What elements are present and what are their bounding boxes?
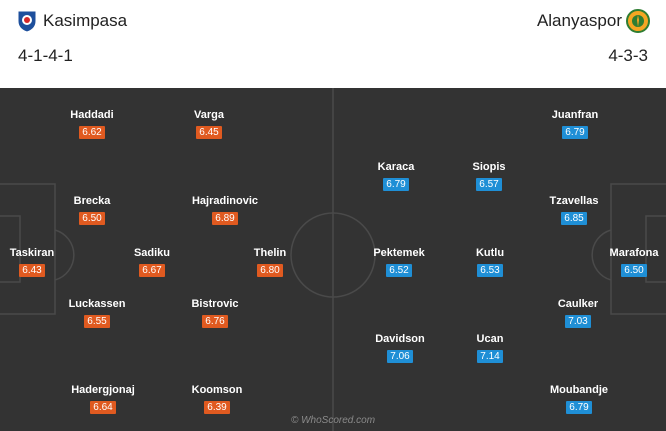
player-name: Caulker xyxy=(557,298,599,310)
player-rating: 6.52 xyxy=(386,264,412,277)
player-name: Pektemek xyxy=(373,247,425,259)
home-player[interactable]: Haddadi 6.62 xyxy=(37,108,147,140)
player-rating: 6.57 xyxy=(476,178,502,191)
player-name: Koomson xyxy=(191,384,243,396)
home-player[interactable]: Luckassen 6.55 xyxy=(42,297,152,329)
away-player[interactable]: Caulker 7.03 xyxy=(523,297,633,329)
watermark: © WhoScored.com xyxy=(290,415,376,426)
home-player-goalkeeper[interactable]: Taskiran 6.43 xyxy=(0,246,87,278)
player-rating: 6.55 xyxy=(84,315,110,328)
match-header: Kasimpasa 4-1-4-1 Alanyaspor 4-3-3 xyxy=(0,0,666,84)
player-rating: 7.03 xyxy=(565,315,591,328)
pitch: Taskiran 6.43 Haddadi 6.62 Brecka 6.50 L… xyxy=(0,88,666,431)
away-player-goalkeeper[interactable]: Marafona 6.50 xyxy=(579,246,666,278)
player-rating: 6.89 xyxy=(212,212,238,225)
player-name: Varga xyxy=(194,109,224,121)
player-name: Marafona xyxy=(609,247,659,259)
player-rating: 6.50 xyxy=(621,264,647,277)
player-name: Siopis xyxy=(472,161,506,173)
player-rating: 7.06 xyxy=(387,350,413,363)
home-player-forward[interactable]: Thelin 6.80 xyxy=(215,246,325,278)
player-name: Karaca xyxy=(377,161,415,173)
home-player[interactable]: Koomson 6.39 xyxy=(162,383,272,415)
player-rating: 6.64 xyxy=(90,401,116,414)
away-player[interactable]: Moubandje 6.79 xyxy=(524,383,634,415)
player-name: Thelin xyxy=(253,247,287,259)
player-rating: 6.43 xyxy=(19,264,45,277)
player-name: Luckassen xyxy=(68,298,126,310)
player-rating: 6.39 xyxy=(204,401,230,414)
player-name: Moubandje xyxy=(549,384,609,396)
home-player[interactable]: Bistrovic 6.76 xyxy=(160,297,270,329)
player-rating: 6.45 xyxy=(196,126,222,139)
player-rating: 6.53 xyxy=(477,264,503,277)
player-rating: 6.79 xyxy=(566,401,592,414)
player-rating: 6.62 xyxy=(79,126,105,139)
player-rating: 6.80 xyxy=(257,264,283,277)
player-name: Ucan xyxy=(476,333,504,345)
away-player[interactable]: Davidson 7.06 xyxy=(345,332,455,364)
alanyaspor-logo-icon xyxy=(626,9,650,33)
player-rating: 6.76 xyxy=(202,315,228,328)
player-rating: 6.85 xyxy=(561,212,587,225)
away-player[interactable]: Siopis 6.57 xyxy=(434,160,544,192)
player-name: Taskiran xyxy=(9,247,55,259)
home-player[interactable]: Hadergjonaj 6.64 xyxy=(48,383,158,415)
away-player[interactable]: Karaca 6.79 xyxy=(341,160,451,192)
player-name: Tzavellas xyxy=(549,195,599,207)
away-player[interactable]: Pektemek 6.52 xyxy=(344,246,454,278)
player-name: Brecka xyxy=(73,195,111,207)
away-team-name[interactable]: Alanyaspor xyxy=(536,11,622,30)
player-name: Sadiku xyxy=(133,247,171,259)
player-rating: 6.67 xyxy=(139,264,165,277)
home-player[interactable]: Sadiku 6.67 xyxy=(97,246,207,278)
away-player[interactable]: Kutlu 6.53 xyxy=(435,246,545,278)
home-team-name[interactable]: Kasimpasa xyxy=(43,11,128,30)
player-rating: 6.79 xyxy=(562,126,588,139)
away-player[interactable]: Juanfran 6.79 xyxy=(520,108,630,140)
home-player[interactable]: Brecka 6.50 xyxy=(37,194,147,226)
player-name: Hadergjonaj xyxy=(71,384,135,396)
player-rating: 7.14 xyxy=(477,350,503,363)
player-rating: 6.50 xyxy=(79,212,105,225)
away-player[interactable]: Ucan 7.14 xyxy=(435,332,545,364)
home-formation: 4-1-4-1 xyxy=(18,46,73,65)
player-name: Hajradinovic xyxy=(191,195,259,207)
kasimpasa-logo-icon xyxy=(17,10,37,33)
home-player[interactable]: Hajradinovic 6.89 xyxy=(170,194,280,226)
pitch-markings xyxy=(0,88,666,431)
player-name: Bistrovic xyxy=(191,298,239,310)
player-name: Haddadi xyxy=(70,109,114,121)
player-rating: 6.79 xyxy=(383,178,409,191)
away-formation: 4-3-3 xyxy=(608,46,648,65)
home-player[interactable]: Varga 6.45 xyxy=(154,108,264,140)
player-name: Juanfran xyxy=(551,109,599,121)
player-name: Kutlu xyxy=(475,247,505,259)
away-player[interactable]: Tzavellas 6.85 xyxy=(519,194,629,226)
player-name: Davidson xyxy=(375,333,425,345)
